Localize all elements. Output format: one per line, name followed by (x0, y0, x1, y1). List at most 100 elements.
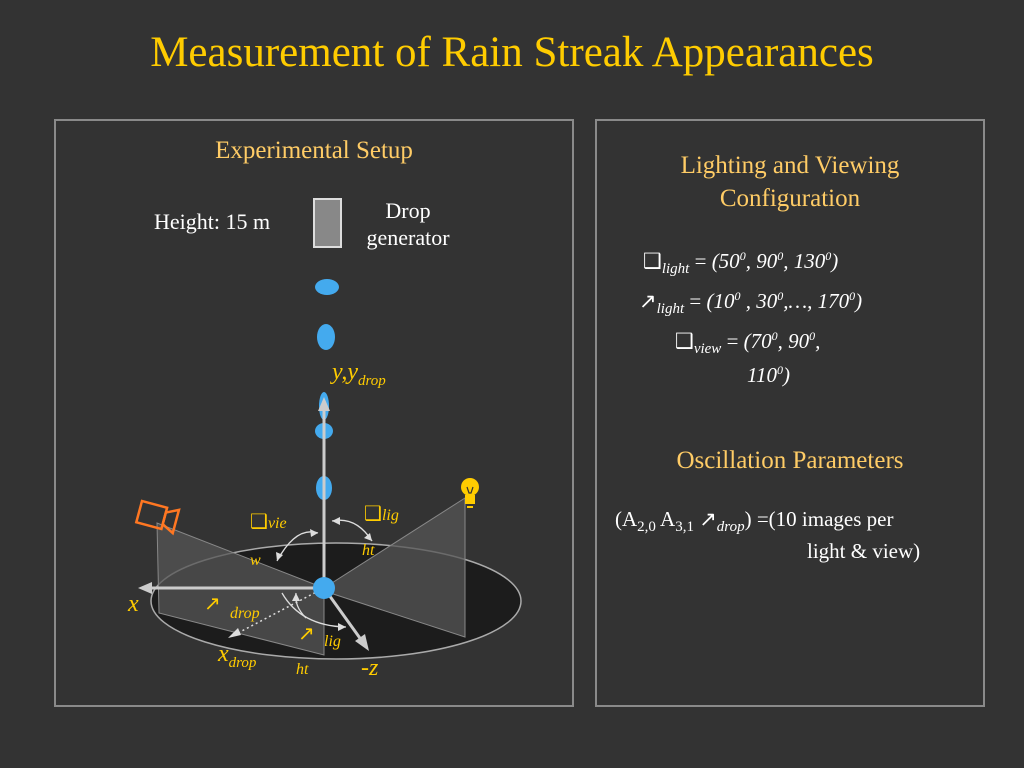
oscillation-line-2: light & view) (807, 539, 921, 563)
xdrop-axis-line (235, 587, 325, 635)
theta-light-sub-2: ht (362, 542, 375, 559)
value-superscript: 0 (771, 329, 778, 343)
value-part: (50 (711, 249, 740, 273)
theta-view-value-list-1: (700, 900, (744, 329, 821, 353)
phi-drop-label: ↗ (204, 591, 221, 615)
value-part: , (815, 329, 821, 353)
height-label: Height: 15 m (154, 209, 271, 234)
falling-drop (315, 279, 339, 295)
value-part: ,…, 170 (783, 289, 850, 313)
phi-light-sub-2: ht (296, 661, 309, 678)
phi-light-subscript: light (656, 301, 685, 318)
phi-light-equals: = (689, 289, 702, 313)
setup-heading: Experimental Setup (215, 137, 413, 164)
light-bulb-icon (461, 478, 479, 508)
phi-light-symbol: ↗ (298, 621, 315, 645)
light-azimuth-arrow (338, 623, 346, 631)
value-superscript: 0 (739, 249, 746, 263)
oscillation-heading: Oscillation Parameters (676, 447, 904, 474)
phi-light-glyph: ↗ (639, 289, 657, 313)
light-angle-arrow (364, 533, 372, 541)
theta-light-label: ❑lig (364, 501, 399, 525)
origin-drop (313, 577, 335, 599)
x-axis-arrowhead (138, 582, 152, 594)
theta-view-sub-2: w (250, 552, 261, 569)
phi-light-sub: lig (324, 633, 341, 650)
theta-light-value-list: (500, 900, 1300) (712, 249, 839, 273)
theta-view-equals: = (726, 329, 739, 353)
osc-a2-sub: 3,1 (675, 519, 694, 536)
phi-light-label: ↗ (298, 621, 315, 645)
view-angle-arrow (276, 552, 283, 561)
phi-light-value-list: (100 , 300,…, 1700) (706, 289, 862, 313)
osc-open: (A (615, 507, 638, 531)
value-part: (70 (743, 329, 772, 353)
value-part: 110 (747, 363, 777, 387)
oscillation-formula: (A2,0 A3,1 ↗drop) =(10 images per (615, 507, 893, 536)
phi-drop-sub: drop (230, 605, 260, 622)
light-azimuth-arc (281, 592, 347, 628)
xdrop-axis-label-text: x (218, 641, 229, 667)
view-angle-arrow (310, 529, 318, 537)
falling-drop (317, 324, 335, 350)
setup-diagram (134, 198, 522, 660)
theta-light-symbol: ❑ (364, 501, 382, 525)
x-axis-label: x (128, 591, 139, 617)
theta-view-sub: vie (267, 515, 287, 532)
osc-phi-glyph: ↗ (699, 507, 717, 531)
theta-light-subscript: light (661, 261, 690, 278)
z-axis-label: -z (361, 655, 379, 681)
xdrop-axis-label-sub: drop (228, 654, 257, 671)
theta-view-value-list-2: 1100) (747, 363, 790, 388)
y-axis-arrowhead (318, 397, 330, 411)
y-axis-label: y,ydrop (332, 359, 386, 390)
osc-close: ) =(10 images per (744, 507, 894, 531)
y-axis-label-text: y,y (332, 359, 358, 385)
value-part: ) (855, 289, 863, 313)
xdrop-axis-arrowhead (228, 628, 241, 638)
y-axis-label-sub: drop (357, 372, 386, 389)
value-superscript: 0 (849, 289, 856, 303)
value-part: , 30 (740, 289, 778, 313)
drop-generator-box (313, 198, 342, 248)
osc-a2: A (655, 507, 676, 531)
drop-generator-label: Drop generator (348, 197, 468, 251)
theta-view-label: ❑vie (250, 509, 287, 533)
osc-phi-sub: drop (716, 519, 745, 536)
drop-azimuth-arrow (292, 593, 300, 601)
value-superscript: 0 (777, 249, 784, 263)
value-part: (10 (706, 289, 735, 313)
theta-view-values: ❑view = (700, 900, (675, 329, 820, 358)
osc-a1-sub: 2,0 (637, 519, 656, 536)
experimental-setup-panel: Experimental Setup (54, 119, 574, 707)
theta-light-values: ❑light = (500, 900, 1300) (643, 249, 838, 278)
value-superscript: 0 (734, 289, 741, 303)
configuration-panel: Lighting and Viewing Configuration ❑ligh… (595, 119, 985, 707)
value-part: , 90 (745, 249, 778, 273)
value-superscript: 0 (776, 363, 783, 377)
value-part: ) (831, 249, 839, 273)
z-axis-arrowhead (355, 634, 369, 651)
value-part: ) (782, 363, 790, 387)
drop-generator-label-line-2: generator (366, 225, 450, 250)
xdrop-axis-label: xdrop (218, 641, 256, 672)
light-angle-arrow (332, 517, 340, 525)
value-part: , 130 (783, 249, 826, 273)
theta-view-symbol: ❑ (250, 509, 268, 533)
config-heading-line-2: Configuration (719, 185, 861, 212)
slide-title: Measurement of Rain Streak Appearances (150, 29, 874, 76)
config-heading: Lighting and Viewing Configuration (597, 149, 983, 215)
theta-view-subscript: view (693, 341, 722, 358)
phi-light-values: ↗light = (100 , 300,…, 1700) (639, 289, 862, 318)
theta-light-glyph: ❑ (643, 249, 662, 273)
phi-drop-symbol: ↗ (204, 591, 221, 615)
theta-light-sub: lig (381, 507, 399, 524)
value-superscript: 0 (809, 329, 816, 343)
value-part: , 90 (777, 329, 810, 353)
theta-view-glyph: ❑ (675, 329, 694, 353)
config-heading-line-1: Lighting and Viewing (680, 152, 900, 179)
theta-light-equals: = (694, 249, 707, 273)
value-superscript: 0 (825, 249, 832, 263)
drop-generator-label-line-1: Drop (385, 198, 431, 223)
value-superscript: 0 (777, 289, 784, 303)
